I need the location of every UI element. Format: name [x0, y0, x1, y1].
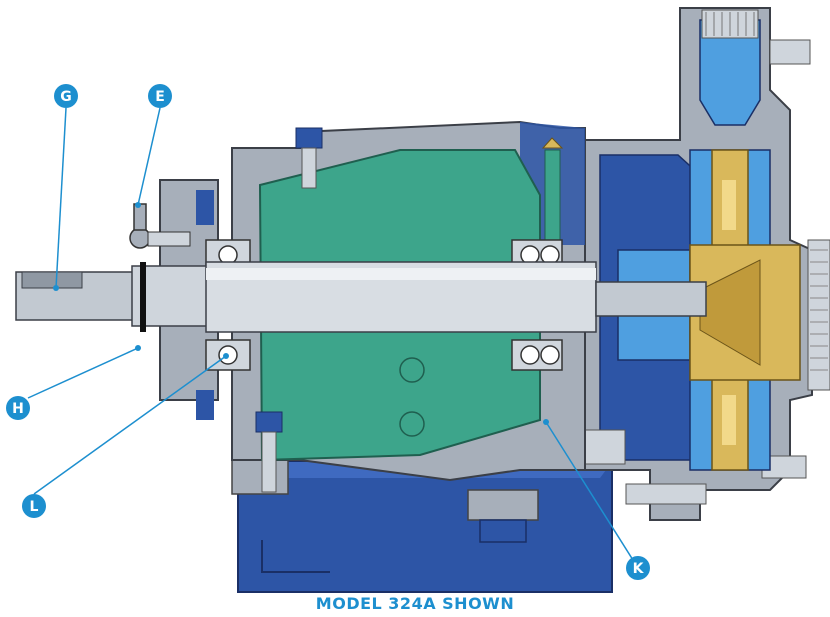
- callout-label-k: K: [633, 561, 645, 577]
- pump-shaft: [15, 261, 707, 333]
- callout-e: E: [148, 84, 172, 108]
- callout-h: H: [6, 396, 30, 420]
- leader-dots: [53, 202, 549, 425]
- model-caption: MODEL 324A SHOWN: [315, 594, 515, 613]
- callout-label-g: G: [60, 89, 72, 105]
- callout-l: L: [22, 494, 46, 518]
- callout-label-l: L: [30, 499, 39, 515]
- leader-line-h: [27, 347, 139, 399]
- leader-line-k: [545, 421, 639, 569]
- pump-base: [231, 457, 613, 593]
- callout-label-e: E: [155, 89, 165, 105]
- leader-line-l: [33, 355, 227, 495]
- impeller: [689, 149, 801, 471]
- leader-line-e: [137, 107, 161, 206]
- leader-lines: [27, 107, 639, 569]
- callout-k: K: [626, 556, 650, 580]
- leader-line-g: [55, 107, 67, 289]
- grease-fitting: [129, 203, 191, 249]
- callout-label-h: H: [12, 401, 24, 417]
- callout-g: G: [54, 84, 78, 108]
